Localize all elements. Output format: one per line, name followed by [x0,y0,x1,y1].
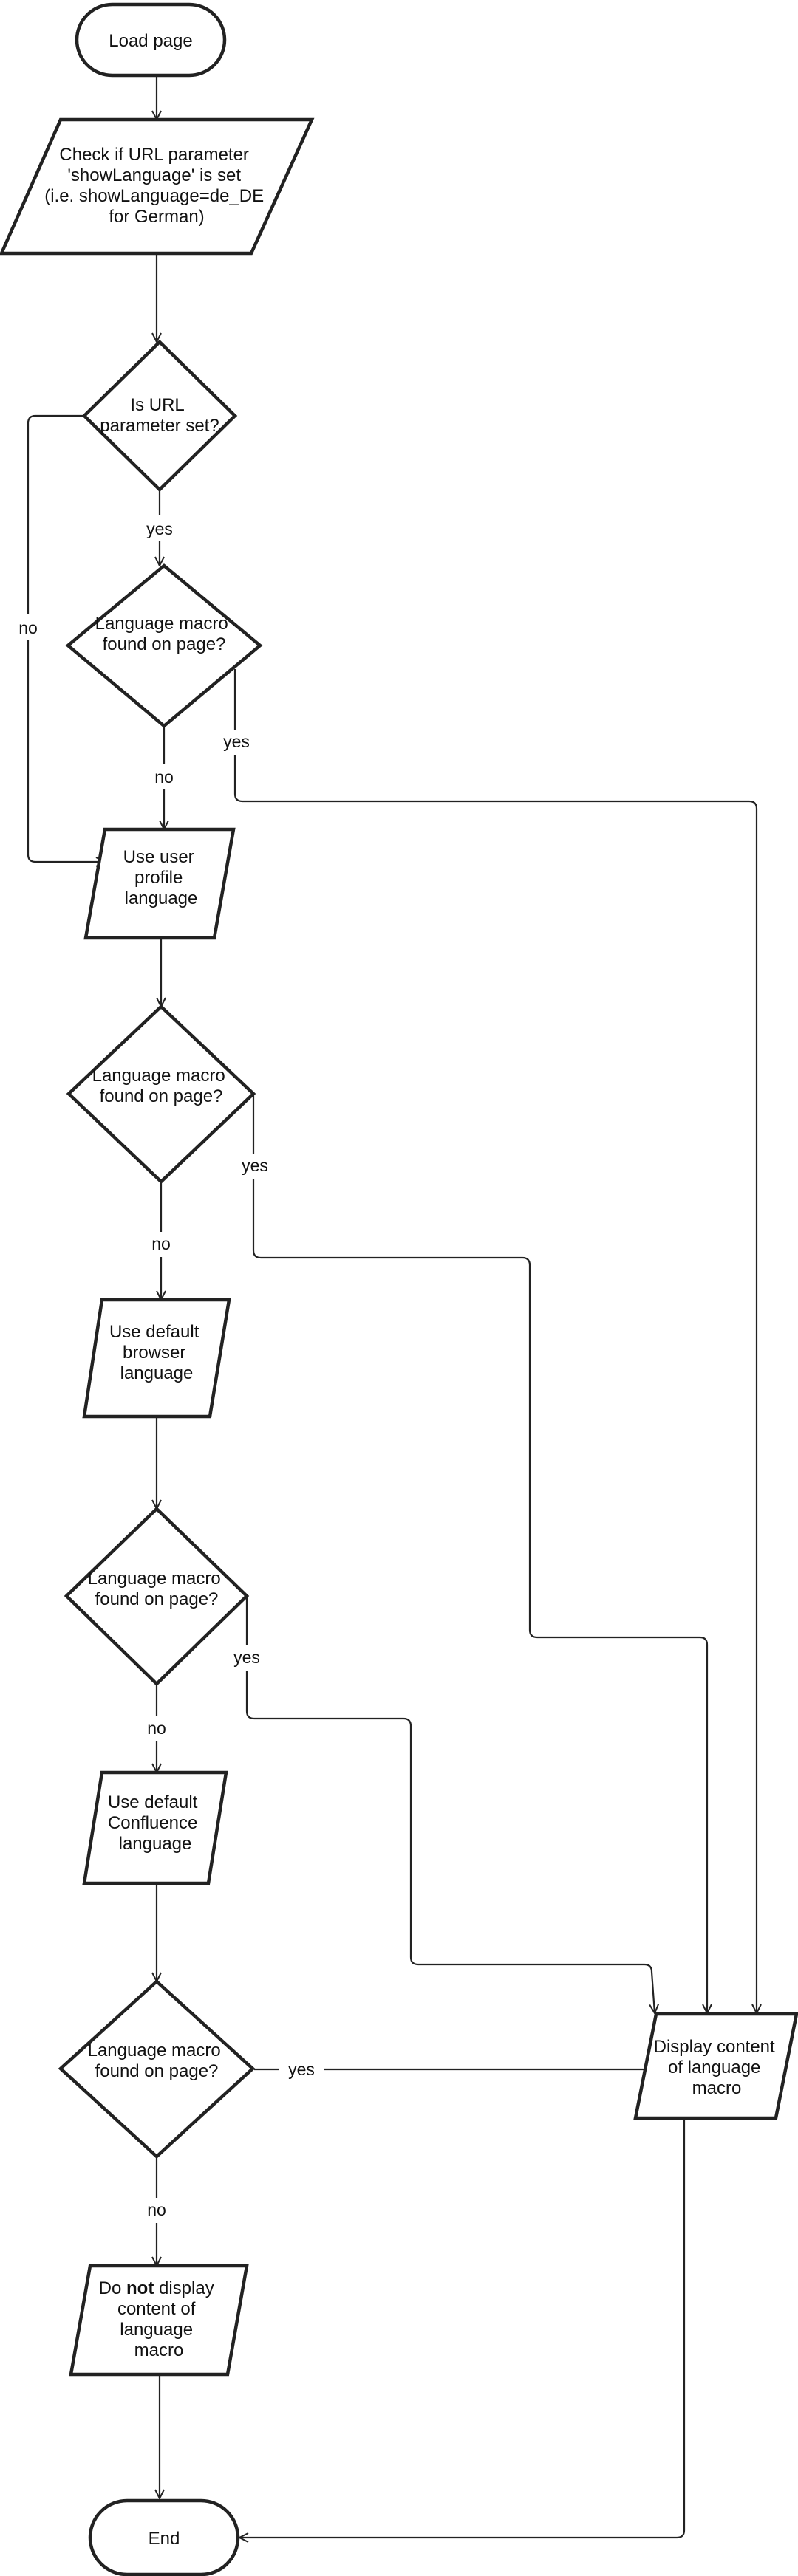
node-label: (i.e. showLanguage=de_DE [44,186,264,206]
label-param-no: no [18,618,38,637]
svg-text:Do not display content o: Do not display content of language macro [99,2278,219,2360]
label-macro4-yes: yes [288,2060,315,2079]
svg-text:Display content of langu: Display content of language macro [654,2037,780,2098]
label-macro4-no: no [147,2200,166,2219]
node-label: Language macro [95,614,228,634]
node-label: browser [123,1343,185,1363]
edge-labels: yes no no yes yes no yes no yes no [13,515,324,2223]
node-label: Load page [109,31,192,51]
node-use-confluence: Use default Confluence language [82,1770,228,1885]
svg-text:Use default browser: Use default browser language [109,1322,204,1383]
decision-shape [66,1004,256,1185]
node-label: Use default [109,1322,200,1342]
node-do-not-display: Do not display content of language macro [69,2264,249,2377]
node-label: End [149,2529,180,2549]
node-macro-found-2: Language macro found on page? [66,1004,256,1185]
terminator-shape [75,2,227,78]
svg-text:Language macro found on: Language macro found on page? [95,614,233,654]
node-label: Display content [654,2037,775,2057]
node-label: parameter set? [100,416,219,436]
node-use-browser: Use default browser language [82,1298,231,1419]
parallelogram-shape [82,1770,228,1885]
svg-text:Language macro found on: Language macro found on page? [88,2041,226,2081]
parallelogram-shape [0,117,315,256]
node-label: Language macro [88,2041,221,2061]
node-label: profile [134,868,183,888]
node-label: content of [117,2299,196,2319]
node-end: End [88,2498,240,2576]
node-label: Use default [108,1792,198,1812]
parallelogram-shape [82,1298,231,1419]
svg-text:Use user profile l: Use user profile language [123,847,200,908]
node-label: found on page? [95,2061,219,2081]
decision-shape [58,1979,256,2159]
node-label: language [120,1363,194,1383]
node-use-user-profile: Use user profile language [83,827,236,940]
svg-text:Language macro found on: Language macro found on page? [88,1569,226,1609]
node-label: Do not display [99,2278,214,2298]
node-macro-found-3: Language macro found on page? [64,1506,250,1687]
node-label: Check if URL parameter [59,145,249,165]
label-macro2-no: no [151,1234,171,1253]
svg-text:Load page: Load page [109,31,192,51]
node-label: language [120,2320,193,2340]
parallelogram-shape [633,2012,798,2120]
node-label: Confluence [108,1813,197,1833]
node-macro-found-4: Language macro found on page? [58,1979,256,2159]
label-macro1-yes: yes [223,732,250,751]
node-label: 'showLanguage' is set [67,165,241,185]
node-label: found on page? [103,634,226,654]
label-param-yes: yes [146,519,173,538]
decision-shape [81,339,238,493]
node-label: found on page? [100,1086,223,1106]
node-label: found on page? [95,1589,219,1609]
node-label: Use user [123,847,194,867]
label-macro2-yes: yes [242,1156,268,1175]
edges [27,76,757,2538]
node-label: macro [134,2340,184,2360]
svg-text:Use default Confluence: Use default Confluence language [108,1792,202,1854]
parallelogram-shape [83,827,236,940]
svg-text:Check if URL parameter ': Check if URL parameter 'showLanguage' is… [44,145,269,227]
node-label: Is URL [130,395,184,415]
node-label-part: display [154,2278,214,2298]
node-check-param: Check if URL parameter 'showLanguage' is… [0,117,315,256]
label-macro1-no: no [154,767,174,787]
edge-macro3-yes [245,1597,655,2013]
node-label: of language [668,2058,760,2077]
label-macro3-no: no [147,1719,166,1738]
svg-text:Language macro found on: Language macro found on page? [92,1066,231,1106]
decision-shape [65,564,263,728]
node-is-param-set: Is URL parameter set? [81,339,238,493]
decision-shape [64,1506,250,1687]
node-label: Language macro [88,1569,221,1589]
label-macro3-yes: yes [233,1648,260,1667]
node-label: language [125,888,198,908]
node-load-page: Load page [75,2,227,78]
node-macro-found-1: Language macro found on page? [65,564,263,728]
edge-display-to-end [239,2119,686,2538]
node-label: language [119,1834,192,1854]
node-label: for German) [109,207,204,227]
edge-macro1-yes [233,669,757,2013]
svg-text:End: End [149,2529,180,2549]
edge-macro2-yes [252,1093,707,2013]
node-label: Language macro [92,1066,225,1086]
node-label: macro [692,2078,742,2098]
node-label-part: Do [99,2278,126,2298]
svg-text:Is URL parameter set?: Is URL parameter set? [100,395,219,436]
node-display-content: Display content of language macro [633,2012,798,2120]
node-label-bold: not [126,2278,154,2298]
parallelogram-shape [69,2264,249,2377]
terminator-shape [88,2498,240,2576]
